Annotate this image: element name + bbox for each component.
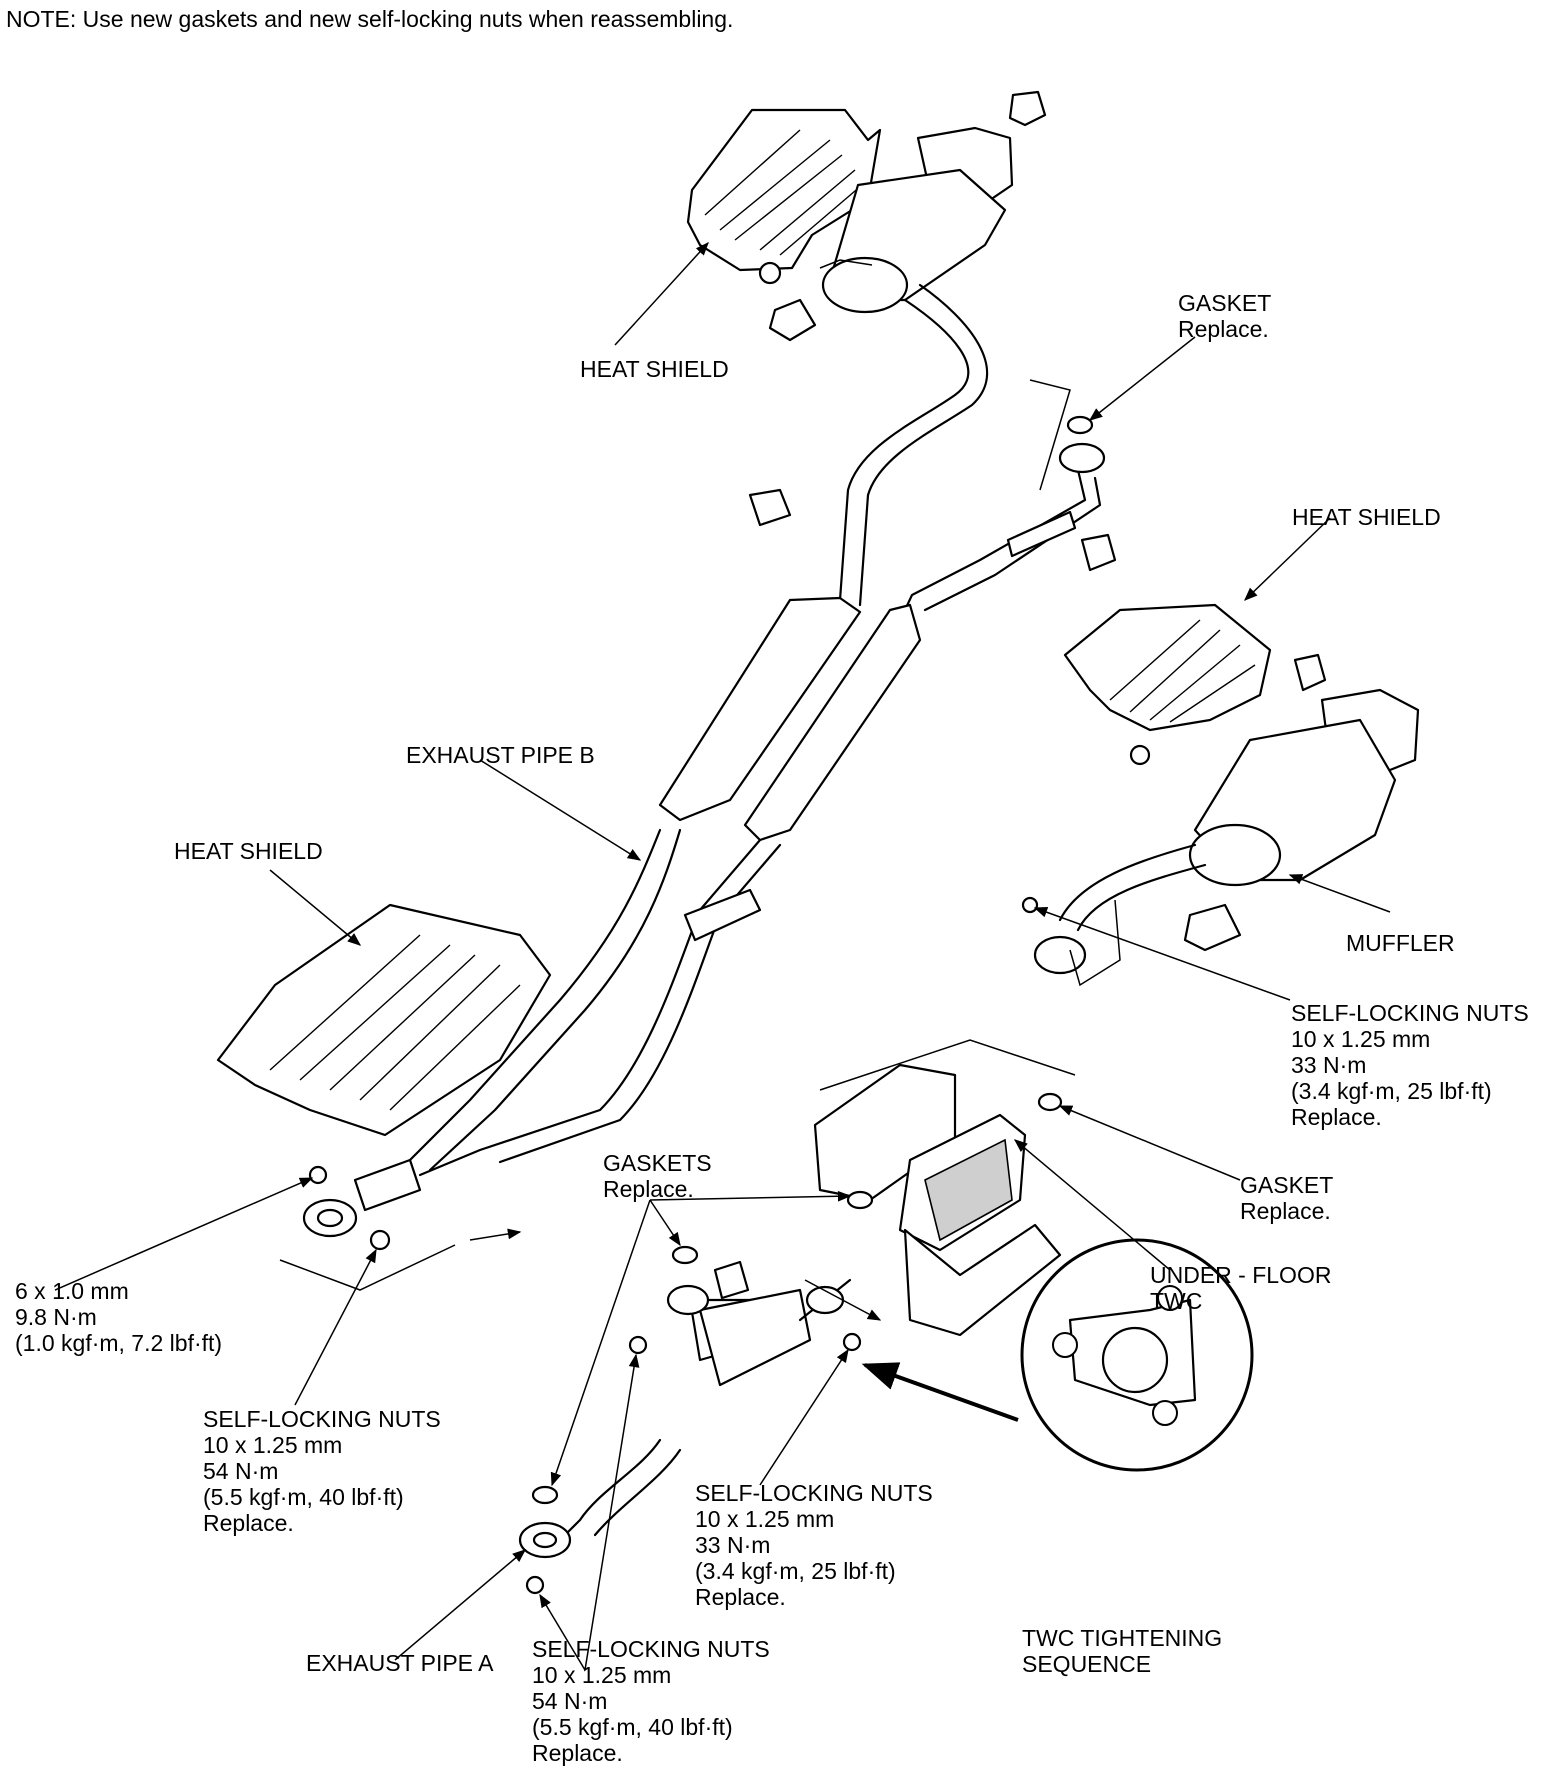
muffler-flange-bracket [1069,899,1121,987]
label-exhaust-pipe-b: EXHAUST PIPE B [406,742,595,768]
label-nuts-center-line1: SELF-LOCKING NUTS [695,1480,933,1506]
hanger-rubber-top-right [1008,90,1047,127]
label-nuts-center: SELF-LOCKING NUTS 10 x 1.25 mm 33 N·m (3… [695,1480,933,1610]
label-under-floor-twc-line2: TWC [1150,1288,1203,1314]
label-bolt-left: 6 x 1.0 mm 9.8 N·m (1.0 kgf·m, 7.2 lbf·f… [15,1278,222,1356]
label-gasket-twc-line1: GASKET [1240,1172,1334,1198]
left-flange-bracket [279,1244,456,1291]
leader-lines [54,242,1391,1671]
self-locking-nut-center-upper [628,1335,648,1355]
label-heat-shield-top: HEAT SHIELD [580,356,729,382]
pipe-b-heat-guard [683,888,762,942]
upper-flange-bracket [1029,379,1071,491]
label-nuts-left-line5: Replace. [203,1510,294,1536]
label-nuts-left-line3: 54 N·m [203,1458,279,1484]
label-nuts-left-line4: (5.5 kgf·m, 40 lbf·ft) [203,1484,404,1510]
pipe-b-bracket [1006,510,1077,558]
label-gasket-upper-line2: Replace. [1178,316,1269,342]
muffler-inlet-flange [1033,935,1087,975]
heat-shield-left [216,903,552,1137]
label-gasket-twc: GASKET Replace. [1240,1172,1333,1224]
label-gaskets-center: GASKETS Replace. [603,1150,712,1202]
label-nuts-left-line1: SELF-LOCKING NUTS [203,1406,441,1432]
gasket-center [671,1245,699,1265]
label-nuts-center-line4: (3.4 kgf·m, 25 lbf·ft) [695,1558,896,1584]
heat-shield-right-bolt [1129,744,1151,766]
label-nuts-bottom-line1: SELF-LOCKING NUTS [532,1636,770,1662]
label-twc-sequence-line2: SEQUENCE [1022,1651,1152,1677]
pipe-b-flange-upper [1058,442,1106,474]
label-under-floor-twc-line1: UNDER - FLOOR [1150,1262,1332,1288]
label-nuts-center-line3: 33 N·m [695,1532,771,1558]
self-locking-nut-center-right [842,1332,862,1352]
under-floor-twc [813,1063,1062,1337]
label-nuts-bottom-line2: 10 x 1.25 mm [532,1662,672,1688]
pipe-a-upper-flange [666,1284,710,1316]
label-nuts-left-line2: 10 x 1.25 mm [203,1432,343,1458]
exhaust-pipe-a [518,1278,852,1559]
label-nuts-right-line4: (3.4 kgf·m, 25 lbf·ft) [1291,1078,1492,1104]
label-gasket-upper: GASKET Replace. [1178,290,1271,342]
label-bolt-left-line1: 6 x 1.0 mm [15,1278,129,1304]
label-gasket-upper-line1: GASKET [1178,290,1272,316]
self-locking-nut-bottom [525,1575,545,1595]
label-nuts-right-line1: SELF-LOCKING NUTS [1291,1000,1529,1026]
muffler-right [1058,688,1420,932]
heat-shield-right [1063,603,1272,732]
label-nuts-right: SELF-LOCKING NUTS 10 x 1.25 mm 33 N·m (3… [1291,1000,1529,1130]
muffler-nut [1021,896,1039,914]
label-nuts-right-line2: 10 x 1.25 mm [1291,1026,1431,1052]
label-muffler: MUFFLER [1346,930,1455,956]
hanger-rubber-pipe-a [713,1260,750,1300]
label-nuts-center-line2: 10 x 1.25 mm [695,1506,835,1532]
label-twc-sequence: TWC TIGHTENING SEQUENCE [1022,1625,1222,1677]
label-nuts-bottom-line3: 54 N·m [532,1688,608,1714]
hanger-rubber-mid-right [1080,533,1117,572]
heat-shield-top [686,108,882,272]
label-under-floor-twc: UNDER - FLOOR TWC [1150,1262,1331,1314]
label-nuts-center-line5: Replace. [695,1584,786,1610]
label-twc-sequence-line1: TWC TIGHTENING [1022,1625,1223,1651]
label-exhaust-pipe-a: EXHAUST PIPE A [306,1650,494,1676]
label-heat-shield-right: HEAT SHIELD [1292,504,1441,530]
twc-tightening-sequence-inset [1020,1238,1254,1472]
label-bolt-left-line2: 9.8 N·m [15,1304,97,1330]
label-nuts-right-line5: Replace. [1291,1104,1382,1130]
label-nuts-left: SELF-LOCKING NUTS 10 x 1.25 mm 54 N·m (5… [203,1406,441,1536]
hanger-rubber-mid-left [748,488,792,527]
muffler-top [819,126,1014,314]
label-nuts-bottom: SELF-LOCKING NUTS 10 x 1.25 mm 54 N·m (5… [532,1636,770,1766]
note-text: NOTE: Use new gaskets and new self-locki… [6,6,734,32]
label-nuts-bottom-line5: Replace. [532,1740,623,1766]
label-gasket-twc-line2: Replace. [1240,1198,1331,1224]
label-heat-shield-left: HEAT SHIELD [174,838,323,864]
gasket-twc [1037,1092,1063,1112]
bolt-6x1-left [308,1165,328,1185]
label-gaskets-center-line2: Replace. [603,1176,694,1202]
gasket-twc-lower [846,1190,874,1210]
label-gaskets-center-line1: GASKETS [603,1150,712,1176]
twc-bracket [819,1039,1076,1091]
gasket-upper [1066,415,1094,435]
label-nuts-bottom-line4: (5.5 kgf·m, 40 lbf·ft) [532,1714,733,1740]
gasket-lower-left [531,1485,559,1505]
self-locking-nut-left [369,1229,391,1251]
exhaust-pipe-b [302,283,1102,1238]
label-nuts-right-line3: 33 N·m [1291,1052,1367,1078]
heat-shield-top-bolt [758,261,782,285]
hanger-rubber-right-top [1293,653,1327,692]
hanger-rubber-right-bottom [1183,903,1242,952]
hanger-rubber-top-left [768,298,817,342]
label-bolt-left-line3: (1.0 kgf·m, 7.2 lbf·ft) [15,1330,223,1356]
